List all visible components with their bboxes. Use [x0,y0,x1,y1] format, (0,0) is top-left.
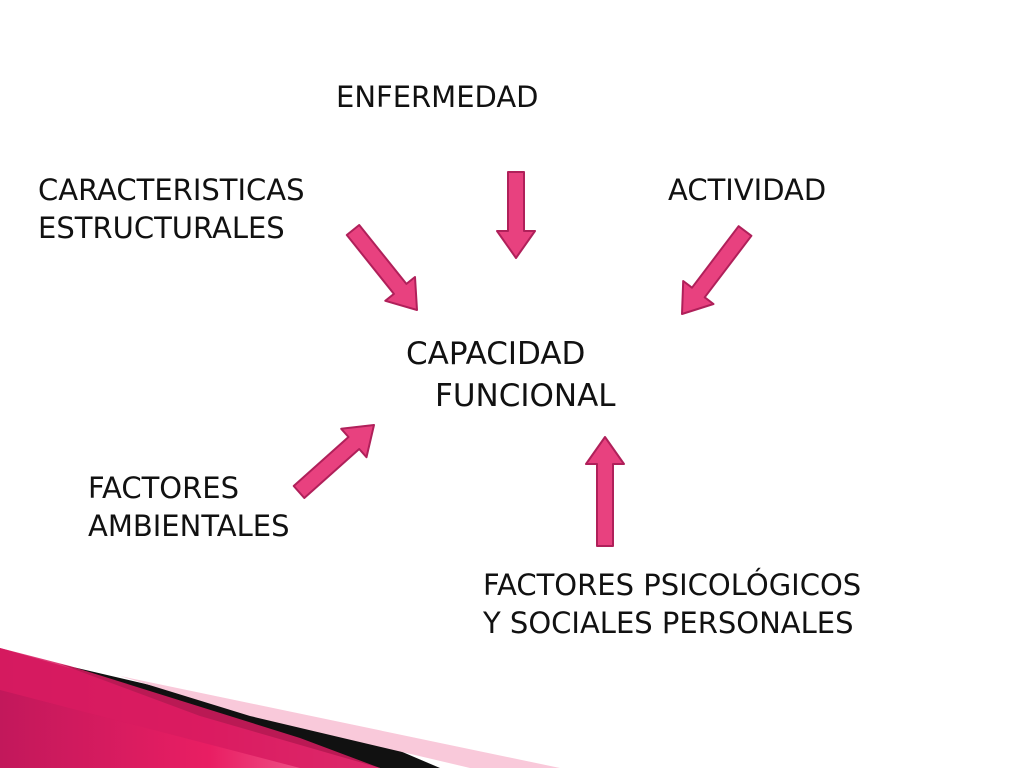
center-label-line1: CAPACIDAD [406,336,586,372]
arrow-enfermedad-icon [496,171,536,259]
arrow-caracteristicas-icon [345,224,418,311]
right-bottom-label-line2: Y SOCIALES PERSONALES [483,606,854,640]
top-label: ENFERMEDAD [336,80,539,114]
swoosh-light-band [120,676,560,768]
right-bottom-label: FACTORES PSICOLÓGICOS Y SOCIALES PERSONA… [483,566,861,642]
center-label: CAPACIDAD FUNCIONAL [406,333,616,417]
arrow-psicologicos-icon [585,436,625,547]
right-bottom-label-line1: FACTORES PSICOLÓGICOS [483,568,862,602]
left-bottom-label-line1: FACTORES [88,471,240,505]
arrow-ambientales-icon [292,424,375,499]
left-top-label-line1: CARACTERISTICAS [38,173,305,207]
swoosh-magenta-band [0,648,380,768]
center-label-line2: FUNCIONAL [435,378,616,414]
left-bottom-label: FACTORES AMBIENTALES [88,469,290,545]
left-bottom-label-line2: AMBIENTALES [88,509,290,543]
right-top-label: ACTIVIDAD [668,173,827,207]
left-top-label: CARACTERISTICAS ESTRUCTURALES [38,171,305,247]
arrow-actividad-icon [681,225,753,315]
left-top-label-line2: ESTRUCTURALES [38,211,285,245]
